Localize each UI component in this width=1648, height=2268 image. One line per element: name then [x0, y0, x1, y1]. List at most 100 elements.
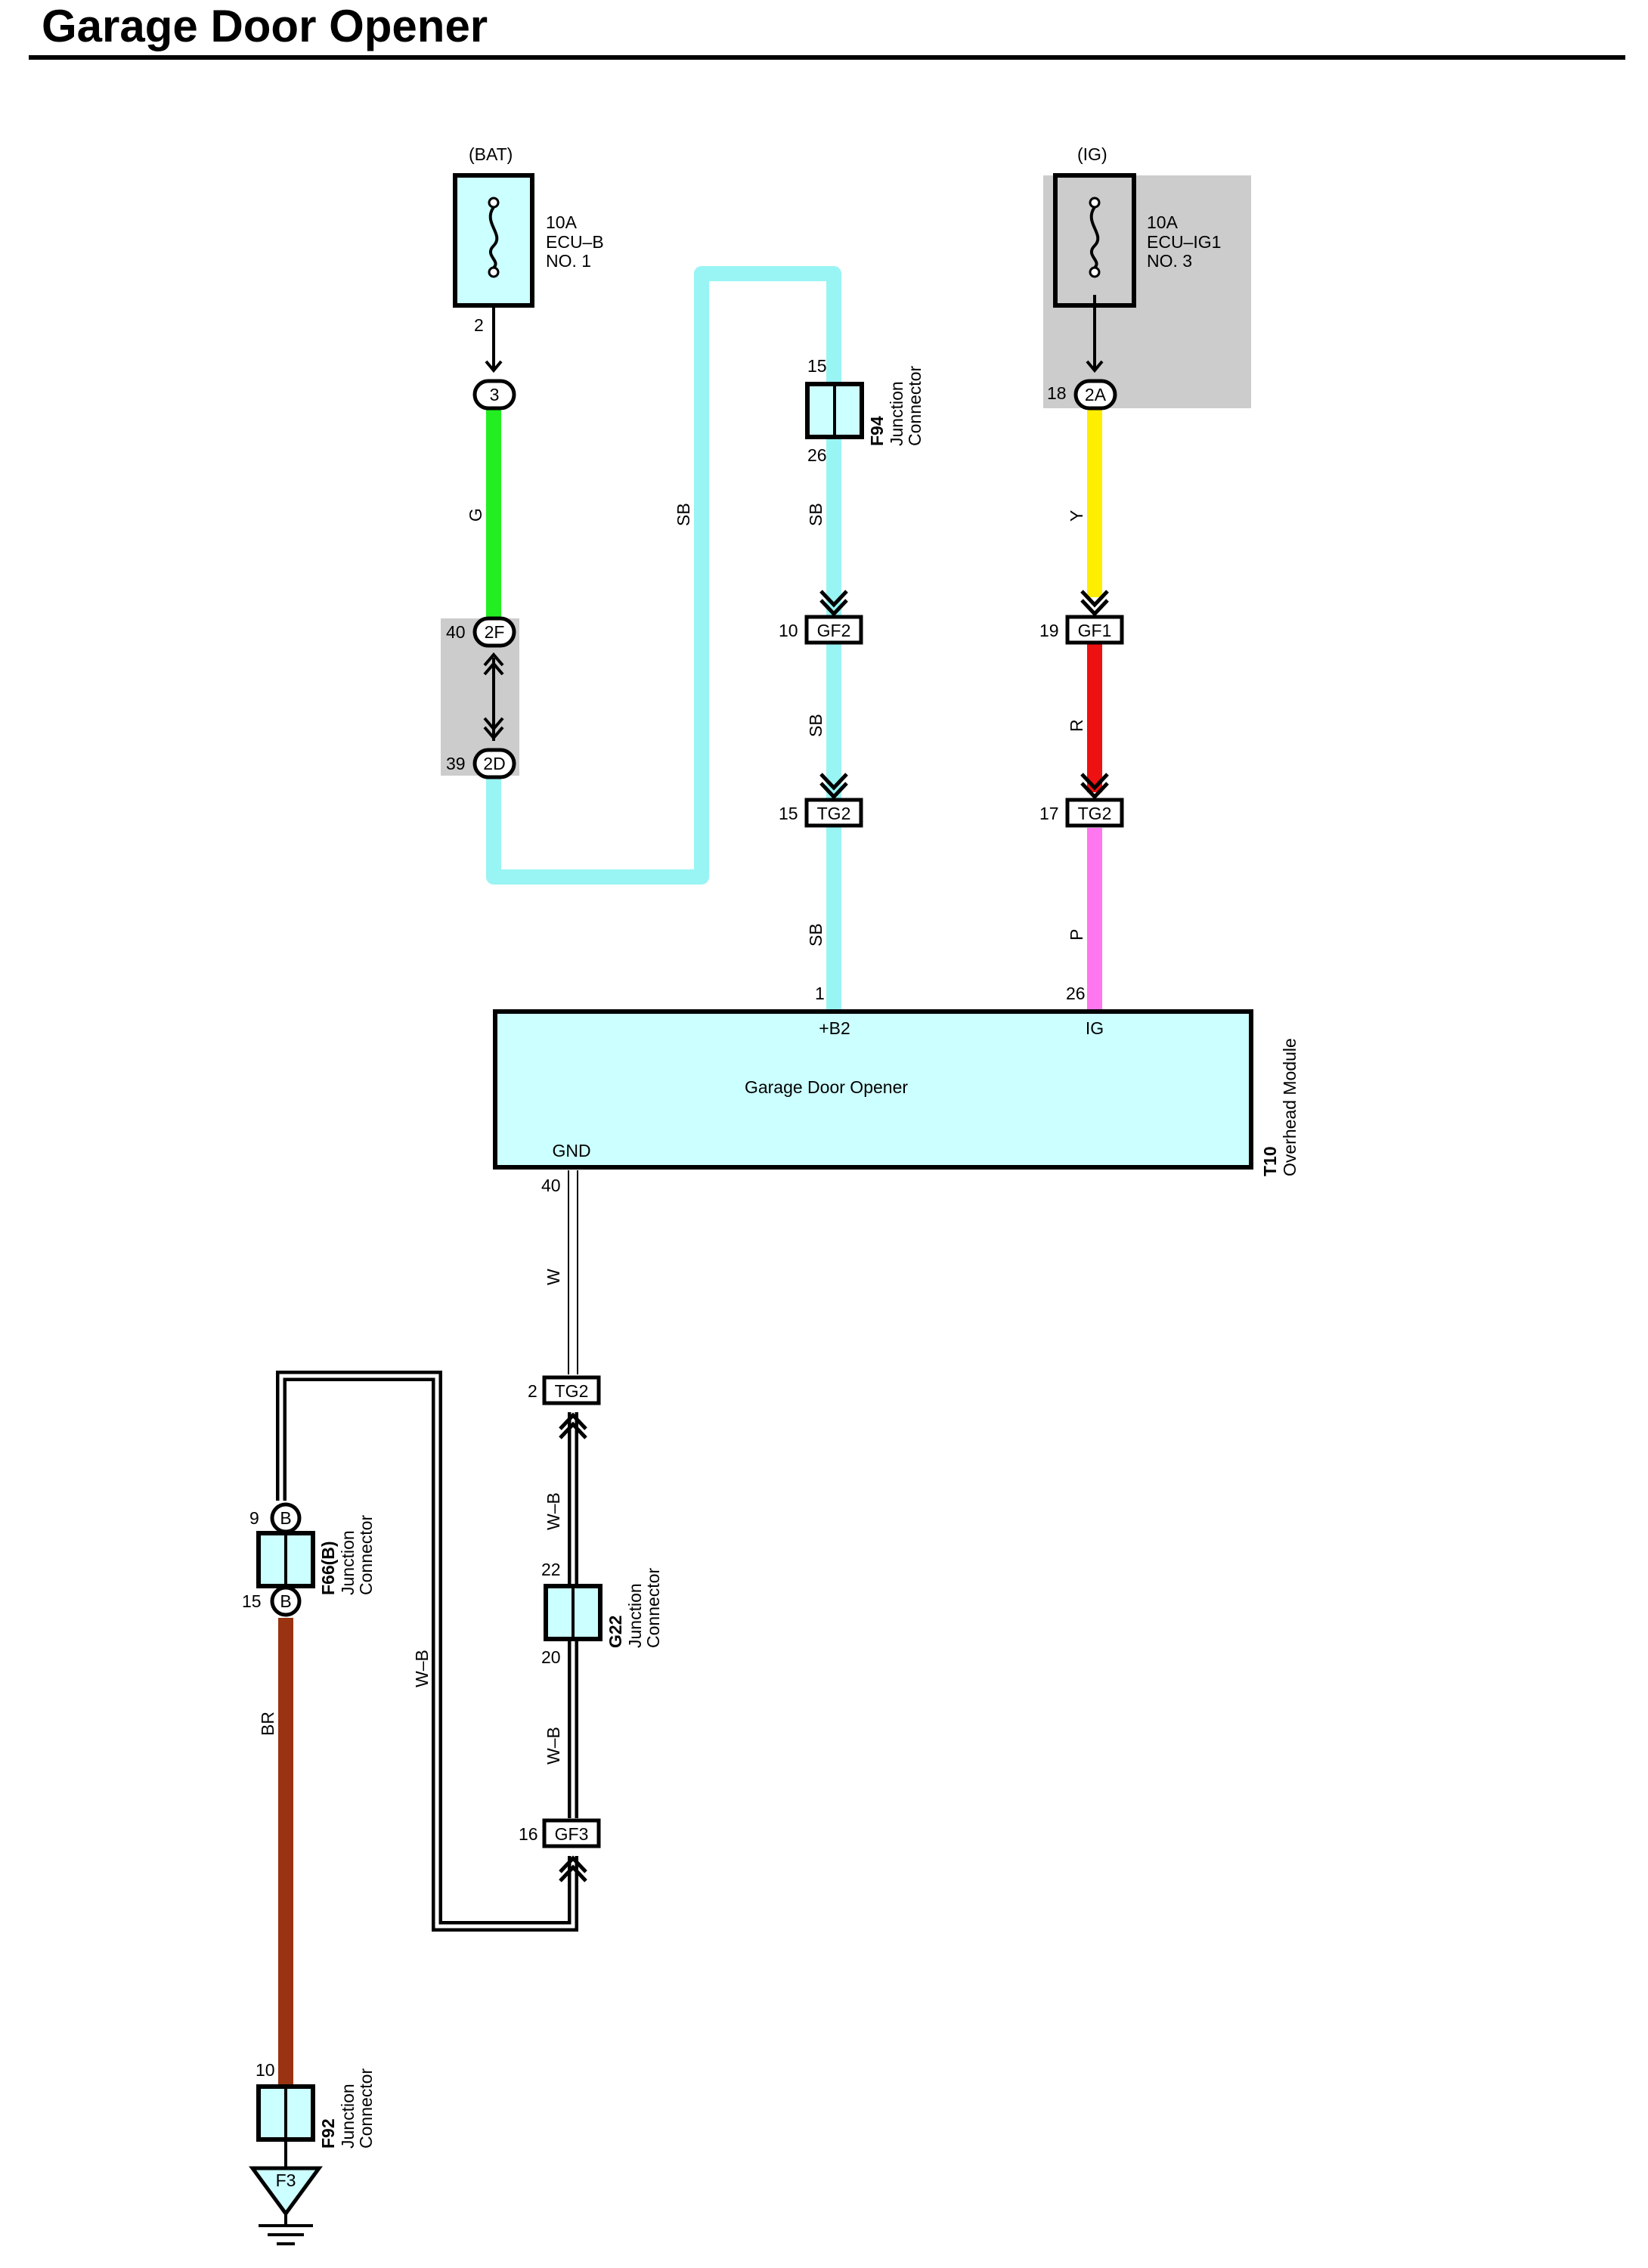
module-pin-gnd-no: 40: [541, 1176, 561, 1195]
svg-text:B: B: [280, 1508, 291, 1528]
f92-label: F92 Junction Connector: [318, 2068, 376, 2149]
svg-text:GF2: GF2: [817, 621, 851, 640]
svg-text:Connector: Connector: [643, 1568, 663, 1648]
wire-sb-loop: [486, 266, 841, 1009]
junction-f92: [256, 2084, 315, 2142]
wire-label-sb-1: SB: [806, 503, 826, 526]
f66-label: F66(B) Junction Connector: [318, 1515, 376, 1595]
svg-text:T10: T10: [1260, 1146, 1280, 1176]
arrow-2f: [483, 652, 504, 676]
wire-label-sb-2: SB: [806, 714, 826, 737]
svg-text:Overhead Module: Overhead Module: [1280, 1038, 1300, 1176]
wire-label-wb-1: W–B: [544, 1492, 563, 1530]
ground-f3: F3: [249, 2166, 323, 2245]
module-pin-b2-no: 1: [815, 984, 825, 1003]
connector-gf3-pin: 16: [519, 1824, 538, 1844]
connector-f66-b-bottom-pin: 15: [242, 1591, 262, 1611]
bat-fuse-name: ECU–B: [546, 232, 604, 252]
wire-label-wb-3: W–B: [412, 1650, 432, 1687]
connector-2f-pin: 40: [446, 622, 466, 642]
ig-fuse: [1053, 173, 1136, 308]
connector-gf2: GF2: [804, 615, 863, 645]
connector-tg2-p-pin: 17: [1039, 804, 1059, 823]
arrow-bat: [485, 360, 503, 373]
connector-gf2-pin: 10: [779, 621, 798, 640]
connector-gf1: GF1: [1065, 615, 1124, 645]
arrow-gf3: [559, 1855, 587, 1882]
wire-label-sb-loop: SB: [674, 503, 693, 526]
arrow-tg2-p: [1080, 773, 1109, 800]
wire-label-y: Y: [1067, 510, 1086, 522]
f92-pin-top: 10: [256, 2060, 275, 2080]
svg-text:Junction: Junction: [887, 381, 906, 446]
wire-label-sb-3: SB: [806, 923, 826, 947]
connector-gf3: GF3: [542, 1818, 601, 1848]
connector-f66-b-bottom: B: [270, 1585, 302, 1617]
ig-fuse-amp: 10A: [1147, 212, 1179, 232]
svg-text:GF1: GF1: [1078, 621, 1112, 640]
svg-text:2A: 2A: [1085, 385, 1107, 404]
bat-fuse-pin: 2: [474, 315, 484, 335]
bat-label: (BAT): [469, 144, 513, 164]
junction-f66: [256, 1531, 315, 1588]
module-label: T10 Overhead Module: [1260, 1038, 1300, 1176]
bat-fuse-amp: 10A: [546, 212, 578, 232]
f94-pin-top: 15: [807, 356, 827, 376]
svg-text:GF3: GF3: [555, 1824, 589, 1844]
svg-text:F92: F92: [318, 2118, 338, 2149]
bat-fuse-no: NO. 1: [546, 251, 591, 271]
wire-label-r: R: [1067, 719, 1086, 732]
svg-text:F66(B): F66(B): [318, 1541, 338, 1595]
g22-label: G22 Junction Connector: [606, 1568, 663, 1648]
svg-text:TG2: TG2: [555, 1381, 589, 1401]
svg-text:2F: 2F: [485, 622, 505, 642]
wire-label-p: P: [1067, 929, 1086, 940]
connector-f66-b-top: B: [270, 1502, 302, 1534]
connector-2f: 2F: [472, 616, 516, 648]
junction-g22: [544, 1584, 603, 1641]
svg-text:G22: G22: [606, 1616, 625, 1648]
connector-gf1-pin: 19: [1039, 621, 1059, 640]
arrow-tg2-sb: [819, 773, 848, 800]
svg-text:B: B: [280, 1591, 291, 1611]
svg-text:Junction: Junction: [338, 2084, 358, 2149]
junction-f94: [805, 382, 864, 439]
arrow-ig: [1086, 360, 1104, 373]
ig-fuse-name: ECU–IG1: [1147, 232, 1221, 252]
garage-door-opener-module: [493, 1009, 1253, 1170]
wire-wb-loop: [276, 1371, 578, 1932]
connector-2d: 2D: [472, 748, 516, 779]
ig-label: (IG): [1077, 144, 1107, 164]
arrow-2d: [483, 717, 504, 741]
connector-tg2-sb-pin: 15: [779, 804, 798, 823]
svg-text:Connector: Connector: [356, 1515, 376, 1595]
f94-pin-bottom: 26: [807, 445, 827, 465]
svg-text:TG2: TG2: [1078, 804, 1112, 823]
connector-tg2-gnd: TG2: [542, 1375, 601, 1405]
svg-text:TG2: TG2: [817, 804, 851, 823]
ig-fuse-no: NO. 3: [1147, 251, 1192, 271]
connector-tg2-sb: TG2: [804, 798, 863, 828]
arrow-tg2-gnd: [559, 1412, 587, 1439]
wire-label-w: W: [544, 1269, 563, 1285]
page-title: Garage Door Opener: [42, 1, 488, 51]
svg-text:3: 3: [490, 385, 500, 404]
g22-pin-bottom: 20: [541, 1647, 561, 1667]
wire-label-wb-2: W–B: [544, 1727, 563, 1765]
svg-text:F94: F94: [867, 416, 887, 446]
bat-fuse: [453, 173, 534, 308]
svg-text:F3: F3: [276, 2170, 296, 2190]
arrow-gf2: [819, 590, 848, 617]
connector-3: 3: [472, 379, 516, 411]
svg-text:Connector: Connector: [905, 366, 925, 446]
module-pin-ig: IG: [1086, 1018, 1104, 1038]
connector-2a: 2A: [1073, 379, 1117, 411]
svg-text:Connector: Connector: [356, 2068, 376, 2149]
f94-label: F94 Junction Connector: [867, 366, 925, 446]
connector-f66-b-top-pin: 9: [249, 1508, 259, 1528]
module-pin-ig-no: 26: [1066, 984, 1086, 1003]
connector-2d-pin: 39: [446, 754, 466, 773]
wire-label-br: BR: [258, 1712, 277, 1736]
svg-text:Junction: Junction: [338, 1530, 358, 1595]
